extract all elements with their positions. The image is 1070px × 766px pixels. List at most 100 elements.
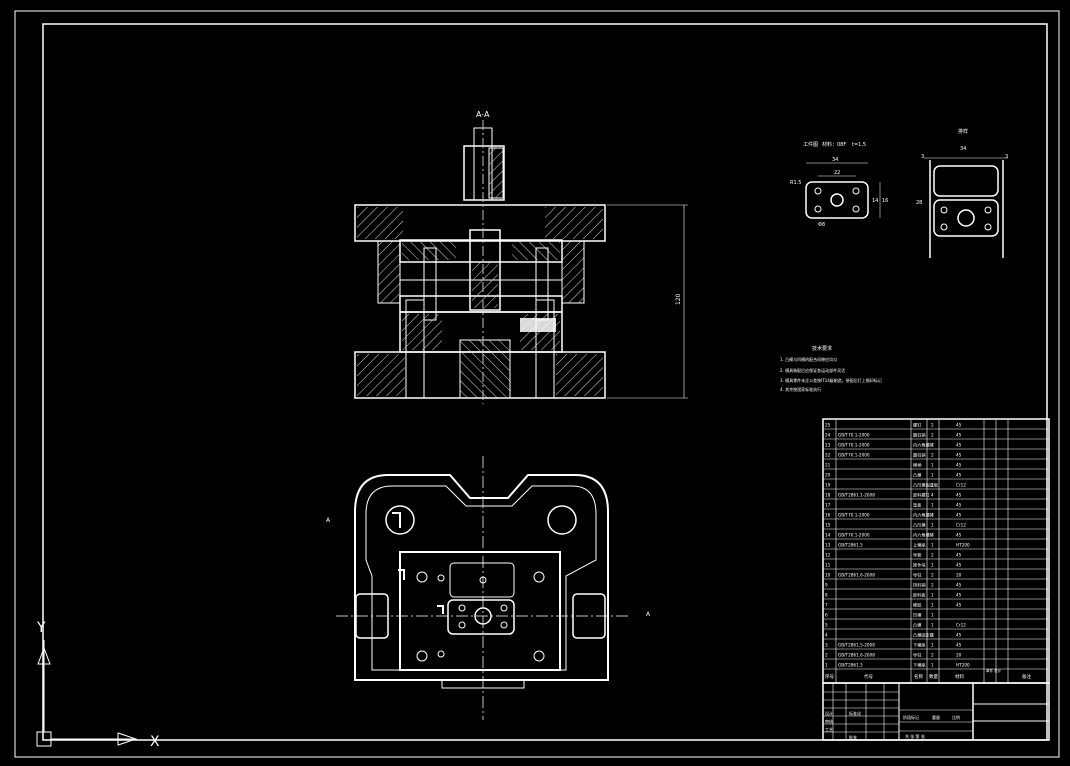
- bom-cell-mat: 45: [956, 603, 962, 608]
- lower-seat-hatch-right: [556, 354, 603, 396]
- bom-cell-qty: 2: [931, 583, 934, 588]
- bom-cell-no: 2: [825, 653, 828, 658]
- screw-hole-tr: [533, 571, 545, 583]
- bom-cell-name: 模柄: [913, 462, 921, 469]
- bom-cell-name: 导柱: [913, 652, 922, 659]
- bom-cell-code: GB/T2861.5-2008: [838, 643, 875, 648]
- bom-cell-code: GB/T70.1-2000: [838, 513, 870, 518]
- pin-hole-mid-a: [437, 574, 445, 582]
- shank-core: [488, 147, 504, 199]
- guide-post-right: [535, 299, 555, 399]
- bom-cell-no: 6: [825, 613, 828, 618]
- part-outline: [805, 181, 869, 219]
- punch-center-hatch: [472, 262, 498, 308]
- bom-cell-no: 17: [825, 503, 831, 508]
- guide-post-left: [405, 299, 425, 399]
- strip-blank-2: [933, 199, 999, 237]
- bom-cell-mat: 45: [956, 633, 962, 638]
- ucs-y-arrow: [37, 646, 51, 665]
- bom-cell-name: 卸料板: [913, 592, 926, 599]
- bom-header-name: 名称: [914, 673, 923, 680]
- die-set-outline: [354, 474, 609, 681]
- part-dim-22: 22: [834, 170, 840, 176]
- bom-cell-mat: Cr12: [956, 483, 966, 488]
- bom-cell-code: GB/T2861.6-2008: [838, 573, 875, 578]
- bom-cell-no: 14: [825, 533, 831, 538]
- bom-cell-mat: 45: [956, 583, 962, 588]
- bom-cell-qty: 1: [931, 543, 934, 548]
- bom-cell-qty: 1: [931, 483, 934, 488]
- bom-cell-name: 挡料销: [913, 582, 926, 589]
- plan-view[interactable]: A A: [326, 456, 651, 720]
- plate-hatch-a: [402, 242, 456, 260]
- part-center-hole: [830, 193, 844, 207]
- side-slot-left: [355, 593, 389, 639]
- bom-cell-qty: 4: [931, 493, 934, 498]
- side-slot-right: [572, 593, 606, 639]
- bom-cell-qty: 2: [931, 423, 934, 428]
- strip-cavity: [447, 599, 515, 635]
- tech-note-4: 4. 其余按国家标准执行: [780, 386, 821, 392]
- guide-bush-left: [377, 240, 401, 304]
- bom-cell-no: 10: [825, 573, 831, 578]
- bom-cell-mat: Cr12: [956, 523, 966, 528]
- bom-header-weight: 单件 总计: [986, 668, 1002, 673]
- tb-sheet-label: 共 张 第 张: [905, 733, 925, 739]
- bom-cell-mat: 45: [956, 493, 962, 498]
- guide-hole-left-mark: [392, 512, 401, 528]
- tb-weight-label: 重量: [932, 714, 940, 720]
- pin-hole-top: [479, 576, 487, 584]
- bom-cell-qty: 1: [931, 633, 934, 638]
- bom-cell-qty: 1: [931, 503, 934, 508]
- bom-cell-no: 25: [825, 423, 831, 428]
- title-block[interactable]: 设计 审核 工艺 标准化 批准 阶段标记 重量 比例 共 张 第 张: [822, 682, 1050, 741]
- bom-cell-name: 圆柱销: [913, 432, 926, 439]
- tech-note-2: 2. 模具装配后应保证各运动部件灵活: [780, 367, 845, 373]
- bom-cell-name: 凹模: [913, 612, 922, 619]
- bom-cell-no: 19: [825, 483, 831, 488]
- strip-dim-right: 3: [1005, 154, 1008, 160]
- guide-bush-right: [561, 240, 585, 304]
- bom-cell-qty: 1: [931, 623, 934, 628]
- ejector: [459, 339, 511, 399]
- bom-cell-code: GB/T2861.5: [838, 663, 863, 668]
- bom-cell-name: 内六角螺钉: [913, 512, 935, 519]
- guide-hole-left: [385, 505, 415, 535]
- cavity-pin-c: [458, 621, 466, 629]
- strip-hole-d: [984, 223, 992, 231]
- feed-stop-mark: [437, 605, 444, 614]
- part-material: 材料：08F: [822, 141, 846, 148]
- bom-cell-name: 凸模: [913, 472, 922, 479]
- section-view-aa[interactable]: A-A 120: [354, 110, 688, 404]
- technical-notes[interactable]: 技术要求 1. 凸模与凹模的配合间隙应均匀 2. 模具装配后应保证各运动部件灵活…: [780, 345, 882, 392]
- section-marker-left: A: [326, 517, 331, 524]
- bom-cell-mat: 20: [956, 653, 962, 658]
- bom-cell-qty: 1: [931, 523, 934, 528]
- bom-cell-name: 卸料螺钉: [913, 492, 931, 499]
- tech-notes-title: 技术要求: [812, 345, 832, 352]
- part-drawing[interactable]: 工件图 材料：08F t=1.5 34 22 R1.5 16 14 Φ8: [790, 141, 888, 228]
- upper-die-seat: [354, 204, 606, 242]
- strip-hole-a: [940, 206, 948, 214]
- die-hatch-left: [402, 314, 442, 350]
- bom-cell-mat: HT200: [956, 543, 970, 548]
- bom-cell-qty: 4: [931, 533, 934, 538]
- bom-cell-mat: 45: [956, 473, 962, 478]
- part-thickness: t=1.5: [852, 142, 866, 148]
- bom-cell-mat: 45: [956, 553, 962, 558]
- bom-cell-name: 凸凹模固定板: [913, 482, 939, 489]
- tech-note-3: 3. 模具零件未注公差按IT14级制造，装配后打上钢印标记: [780, 377, 882, 383]
- bom-cell-qty: 1: [931, 473, 934, 478]
- bom-cell-qty: 1: [931, 603, 934, 608]
- bom-cell-qty: 1: [931, 663, 934, 668]
- strip-layout[interactable]: 排样 3 34 3 28: [916, 128, 1008, 258]
- bom-cell-name: 凸凹模: [913, 522, 926, 529]
- ucs-x-arrow: [117, 732, 138, 746]
- bom-cell-name: 导柱: [913, 572, 922, 579]
- bom-cell-mat: 45: [956, 563, 962, 568]
- bom-header-qty: 数量: [929, 673, 938, 680]
- part-hole-c: [814, 205, 822, 213]
